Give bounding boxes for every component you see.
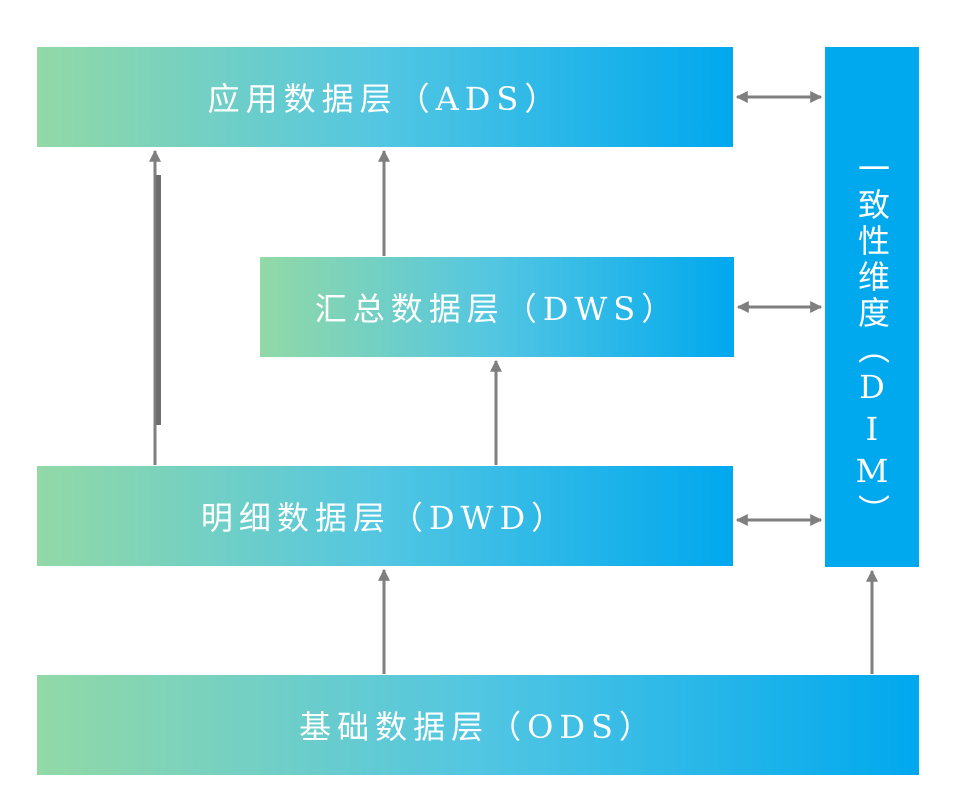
ads-layer-box: 应用数据层（ADS） [37, 47, 733, 147]
ods-layer-box: 基础数据层（ODS） [37, 675, 919, 775]
dws-layer-label: 汇总数据层（DWS） [314, 290, 680, 328]
ods-layer-label: 基础数据层（ODS） [299, 708, 657, 746]
dim-layer-box: 一致性维度（DIM） [825, 47, 919, 567]
ads-layer-label: 应用数据层（ADS） [207, 80, 563, 118]
dws-layer-box: 汇总数据层（DWS） [260, 257, 734, 357]
arrow-dwd-ads-shaft [156, 175, 161, 425]
dwd-layer-label: 明细数据层（DWD） [200, 499, 570, 537]
dim-layer-label: 一致性维度（DIM） [853, 152, 891, 530]
dwd-layer-box: 明细数据层（DWD） [37, 466, 733, 566]
